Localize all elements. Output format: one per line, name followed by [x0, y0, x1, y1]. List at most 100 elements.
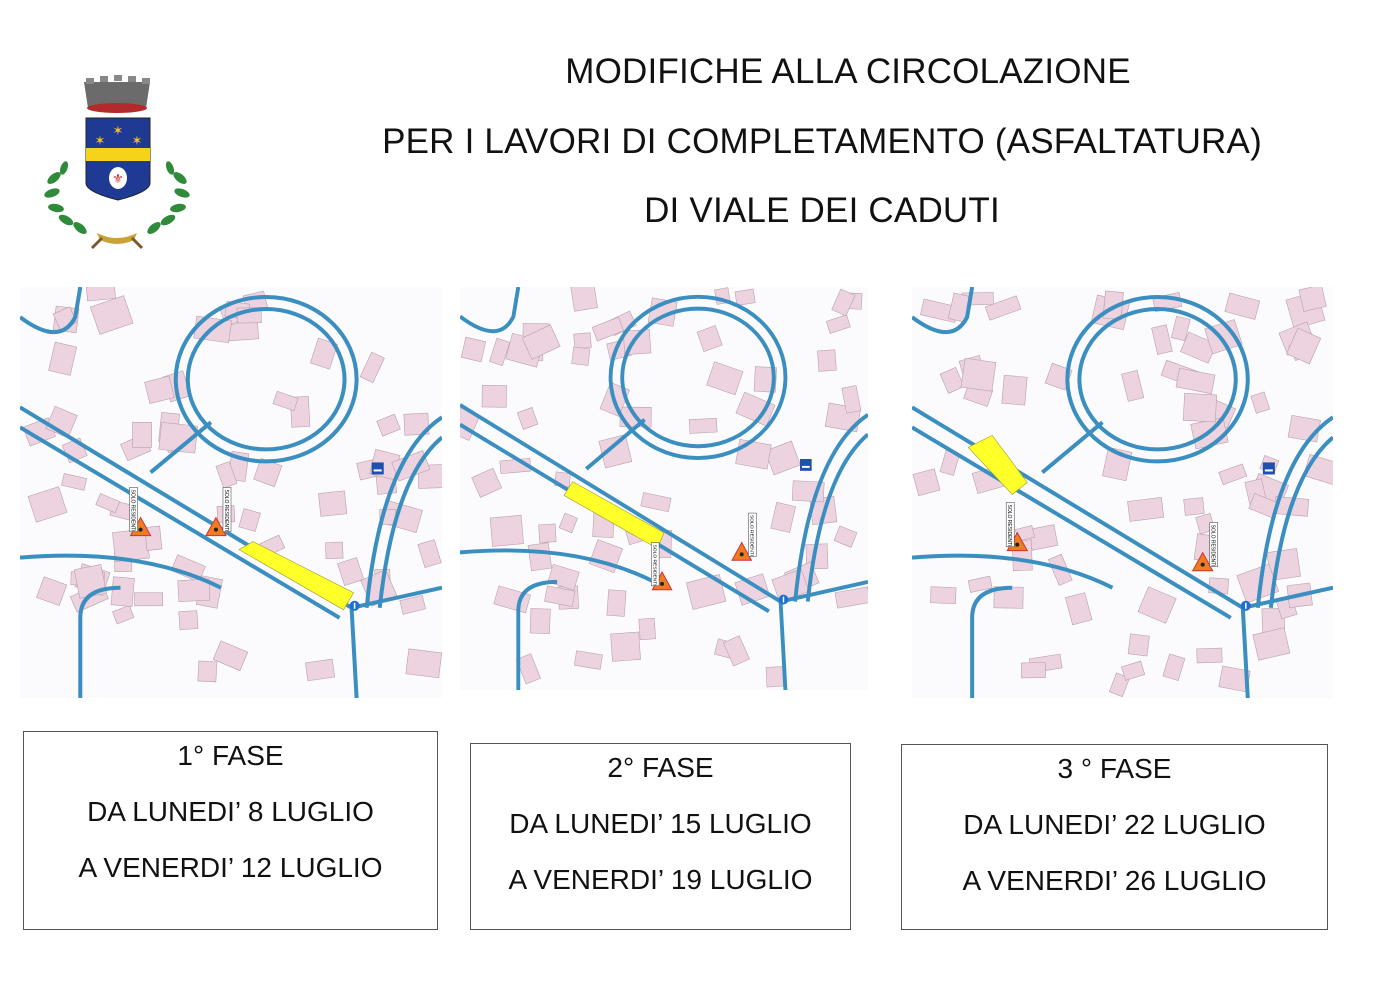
- building: [527, 542, 553, 572]
- building: [939, 366, 965, 394]
- building: [36, 576, 68, 607]
- svg-text:✶: ✶: [95, 133, 106, 148]
- direction-sign-icon: [349, 600, 360, 611]
- buildings: [22, 287, 442, 683]
- building: [967, 575, 993, 593]
- building: [1196, 647, 1223, 664]
- building: [212, 640, 249, 672]
- building: [770, 501, 796, 533]
- phase-1-to: A VENERDI’ 12 LUGLIO: [78, 852, 383, 883]
- phase-2-from: DA LUNEDI’ 15 LUGLIO: [509, 808, 812, 839]
- one-way-sign-icon: [1262, 462, 1275, 475]
- building: [696, 325, 723, 352]
- building: [688, 417, 718, 434]
- title-line-3: DI VIALE DEI CADUTI: [644, 191, 1000, 230]
- building: [706, 361, 744, 396]
- building: [610, 631, 641, 662]
- building: [1182, 392, 1217, 423]
- building: [544, 585, 576, 608]
- building: [1250, 391, 1271, 414]
- building: [272, 390, 299, 412]
- building: [61, 473, 88, 491]
- phase-3-box: 3 ° FASE DA LUNEDI’ 22 LUGLIO A VENERDI’…: [901, 744, 1328, 930]
- shield-icon: ✶ ✶ ✶ ⚜: [85, 117, 151, 201]
- building: [405, 648, 442, 679]
- solo-residenti-label: SOLO RESIDENTI: [1006, 505, 1012, 547]
- warning-sign-icon: [731, 541, 753, 561]
- building: [399, 594, 426, 615]
- phase-1-from: DA LUNEDI’ 8 LUGLIO: [87, 796, 374, 827]
- closed-road-section: [563, 481, 665, 549]
- phase-3-title: 3 ° FASE: [1057, 753, 1172, 784]
- building: [325, 541, 344, 559]
- solo-residenti-label: SOLO RESIDENTI: [651, 545, 657, 586]
- building: [912, 468, 941, 497]
- building: [112, 604, 135, 625]
- building: [817, 349, 837, 372]
- buildings: [912, 287, 1333, 698]
- building: [489, 337, 511, 367]
- buildings: [460, 287, 868, 688]
- building: [735, 439, 772, 470]
- building: [841, 385, 862, 414]
- building: [359, 351, 385, 384]
- building: [1127, 497, 1165, 522]
- building: [1218, 463, 1248, 486]
- building: [95, 493, 121, 514]
- building: [1121, 660, 1146, 681]
- laurel-branches-icon: [44, 161, 190, 250]
- building: [110, 576, 135, 607]
- building: [1162, 653, 1186, 682]
- title-line-1: MODIFICHE ALLA CIRCOLAZIONE: [565, 52, 1131, 91]
- closed-road-section: [238, 541, 355, 611]
- phase-2-title: 2° FASE: [607, 752, 714, 783]
- building: [178, 610, 199, 631]
- phase-3-from: DA LUNEDI’ 22 LUGLIO: [963, 809, 1266, 840]
- building: [516, 407, 539, 430]
- building: [571, 346, 591, 366]
- building: [417, 539, 442, 569]
- building: [598, 434, 633, 469]
- building: [305, 658, 336, 682]
- building: [1001, 374, 1028, 406]
- building: [722, 635, 750, 667]
- building: [638, 617, 656, 641]
- building: [753, 366, 777, 393]
- phase-1-box: 1° FASE DA LUNEDI’ 8 LUGLIO A VENERDI’ 1…: [23, 731, 438, 930]
- direction-sign-icon: [1240, 600, 1251, 611]
- building: [376, 413, 401, 437]
- building: [831, 288, 856, 317]
- building: [144, 375, 175, 404]
- building: [1180, 331, 1217, 364]
- building: [930, 586, 957, 604]
- building: [489, 514, 524, 547]
- phase-3-to: A VENERDI’ 26 LUGLIO: [962, 865, 1267, 896]
- building: [1287, 414, 1321, 443]
- building: [547, 563, 580, 591]
- phase-2-box: 2° FASE DA LUNEDI’ 15 LUGLIO A VENERDI’ …: [470, 743, 851, 930]
- coat-of-arms-logo: ✶ ✶ ✶ ⚜: [44, 75, 190, 250]
- svg-text:✶: ✶: [132, 133, 143, 148]
- building: [1183, 497, 1205, 516]
- building: [1151, 324, 1173, 355]
- building: [460, 336, 487, 363]
- building: [481, 384, 507, 408]
- building: [48, 341, 78, 376]
- warning-sign-icon: [205, 516, 227, 537]
- building: [1020, 662, 1046, 679]
- building: [132, 422, 152, 448]
- crown-icon: [84, 75, 150, 113]
- building: [493, 585, 531, 614]
- building: [1137, 586, 1177, 624]
- building: [1175, 367, 1216, 395]
- solo-residenti-label: SOLO RESIDENTI: [223, 489, 229, 531]
- building: [591, 316, 625, 342]
- building: [89, 295, 134, 335]
- building: [1127, 633, 1150, 657]
- building: [573, 650, 603, 670]
- building: [337, 557, 365, 586]
